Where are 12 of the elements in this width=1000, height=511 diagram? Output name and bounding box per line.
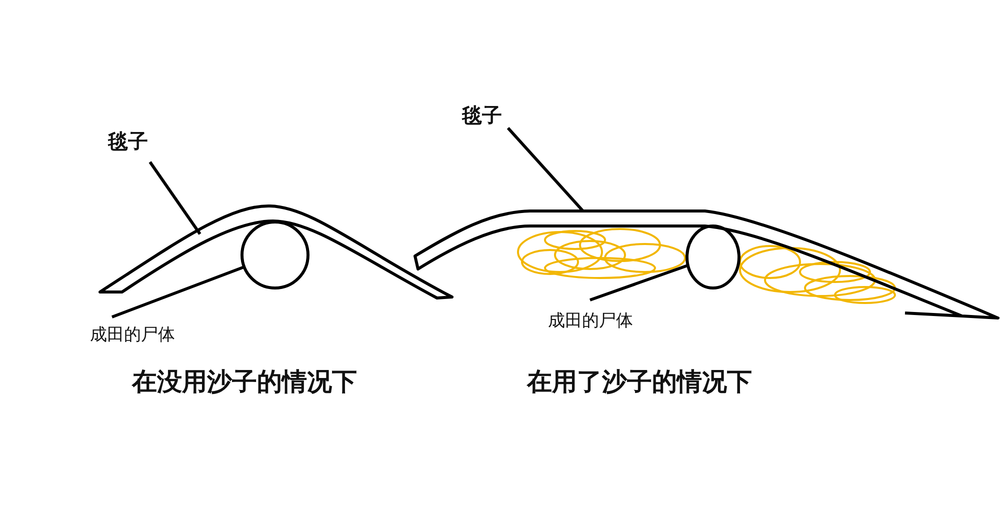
part-label: 成田的尸体 [90, 326, 175, 345]
part-label: 毯子 [108, 130, 148, 152]
part-label: 成田的尸体 [548, 312, 633, 331]
leader-line [506, 127, 584, 212]
leader-line [148, 161, 202, 235]
caption: 在没用沙子的情况下 [132, 368, 357, 396]
leader-line [590, 264, 690, 302]
body-circle [240, 220, 310, 290]
body-circle [686, 224, 740, 290]
part-label: 毯子 [462, 104, 502, 126]
caption: 在用了沙子的情况下 [527, 368, 752, 396]
leader-line [111, 266, 245, 318]
